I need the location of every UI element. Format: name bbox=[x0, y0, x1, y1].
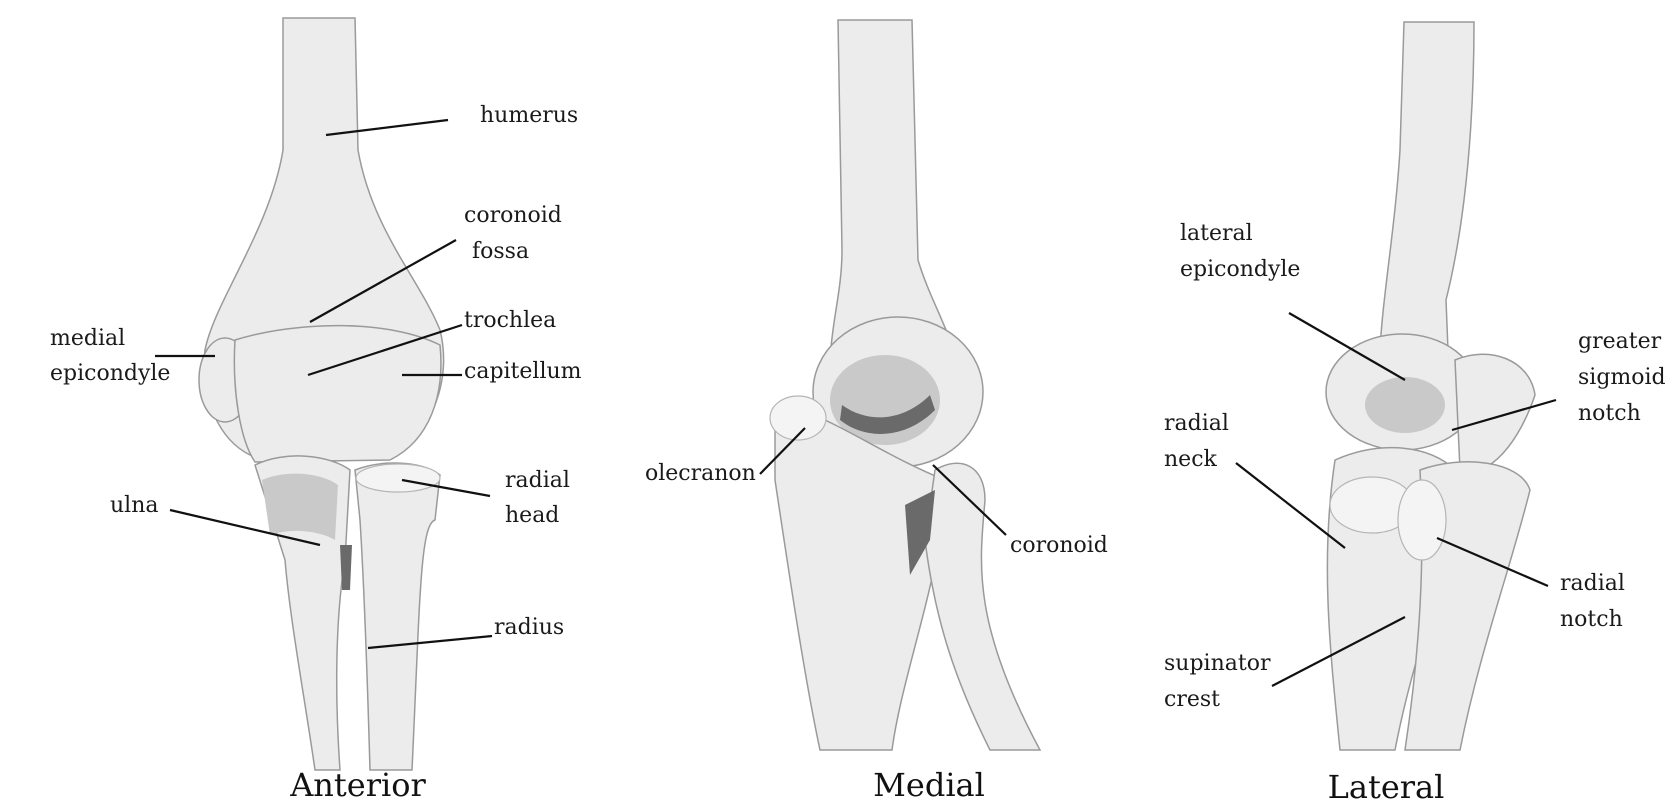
label-humerus: humerus bbox=[480, 103, 578, 128]
leader-lateral-epicondyle bbox=[1288, 312, 1406, 381]
caption-lateral: Lateral bbox=[1328, 768, 1445, 806]
label-ulna: ulna bbox=[110, 493, 159, 518]
leader-trochlea bbox=[307, 323, 463, 377]
leader-radial-neck bbox=[1235, 462, 1346, 549]
medial-bone-illustration bbox=[769, 19, 1042, 751]
label-olecranon: olecranon bbox=[645, 461, 756, 486]
label-radial-lateral: radial bbox=[1164, 411, 1229, 436]
label-epicondyle-lateral: epicondyle bbox=[1180, 257, 1300, 282]
leader-coronoid-medial bbox=[932, 464, 1007, 536]
label-fossa: fossa bbox=[472, 239, 529, 264]
label-medial: medial bbox=[50, 326, 125, 351]
leader-humerus bbox=[325, 118, 449, 137]
leader-radial-head bbox=[401, 478, 491, 498]
caption-medial: Medial bbox=[873, 766, 985, 804]
label-coronoid: coronoid bbox=[464, 203, 562, 228]
lateral-bone-illustration bbox=[1325, 21, 1536, 751]
leader-supinator-crest bbox=[1271, 616, 1406, 687]
label-capitellum: capitellum bbox=[464, 359, 582, 384]
leader-olecranon bbox=[759, 427, 806, 475]
leader-coronoid-fossa bbox=[309, 239, 457, 323]
label-lateral: lateral bbox=[1180, 221, 1253, 246]
label-radial-notch-2: notch bbox=[1560, 607, 1623, 632]
anterior-panel: humerus coronoid fossa trochlea medial e… bbox=[50, 17, 582, 804]
label-supinator: supinator bbox=[1164, 651, 1271, 676]
label-notch: notch bbox=[1578, 401, 1641, 426]
anterior-bone-illustration bbox=[198, 17, 445, 771]
label-crest: crest bbox=[1164, 687, 1220, 712]
label-trochlea: trochlea bbox=[464, 308, 556, 333]
label-radial-notch-1: radial bbox=[1560, 571, 1625, 596]
label-radial: radial bbox=[505, 468, 570, 493]
label-coronoid-medial: coronoid bbox=[1010, 533, 1108, 558]
lateral-panel: lateral epicondyle greater sigmoid notch… bbox=[1164, 21, 1666, 806]
leader-greater-sigmoid-notch bbox=[1451, 398, 1557, 432]
leader-radial-notch bbox=[1436, 536, 1549, 588]
label-greater: greater bbox=[1578, 329, 1662, 354]
caption-anterior: Anterior bbox=[289, 766, 426, 804]
label-neck: neck bbox=[1164, 447, 1218, 472]
leader-ulna bbox=[169, 508, 321, 547]
label-epicondyle: epicondyle bbox=[50, 361, 170, 386]
label-radius: radius bbox=[494, 615, 564, 640]
label-head: head bbox=[505, 503, 559, 528]
medial-panel: olecranon coronoid Medial bbox=[645, 19, 1108, 804]
leader-radius bbox=[367, 634, 493, 650]
label-sigmoid: sigmoid bbox=[1578, 365, 1666, 390]
